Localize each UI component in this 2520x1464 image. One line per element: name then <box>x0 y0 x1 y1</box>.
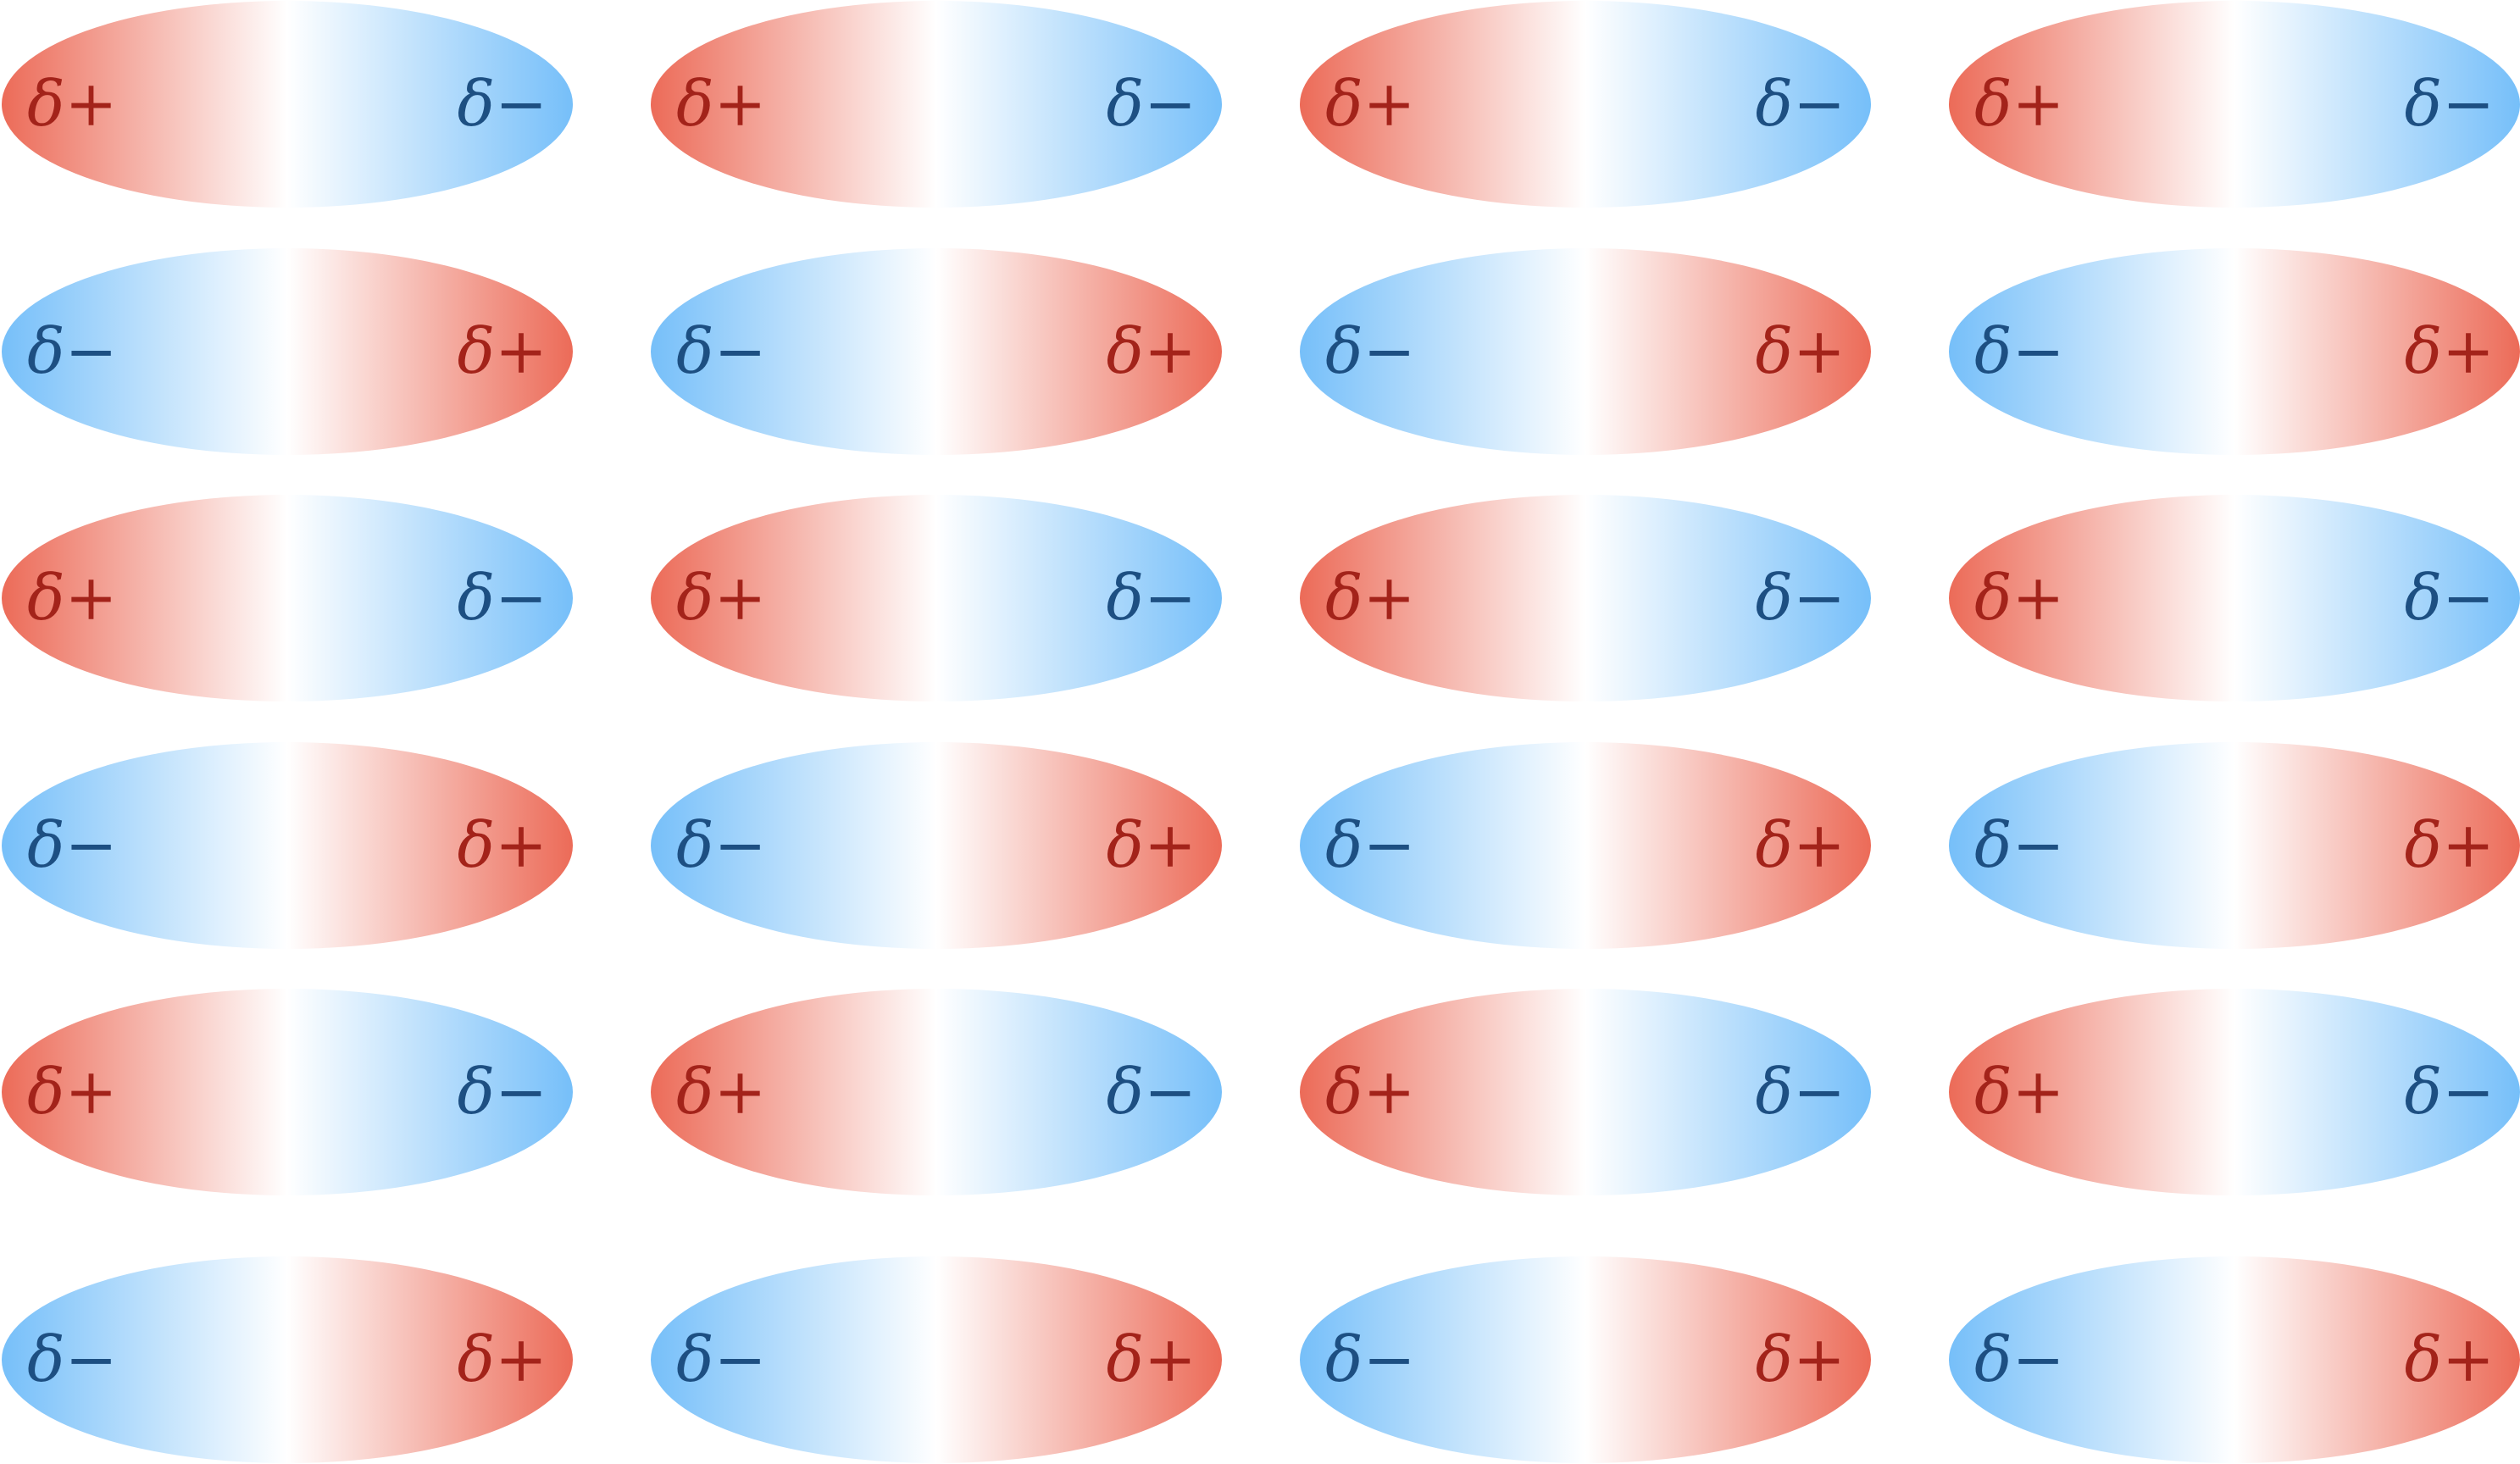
negative-pole-label: δ− <box>1106 1056 1196 1128</box>
dipole-body <box>1300 248 1871 455</box>
dipole: δ− δ+ <box>2 248 573 455</box>
dipole-body <box>1949 1 2520 208</box>
dipole: δ+ δ− <box>2 989 573 1195</box>
positive-pole-label: δ+ <box>457 1323 547 1396</box>
dipole-body <box>1300 1 1871 208</box>
negative-pole-label: δ− <box>1755 1056 1846 1128</box>
positive-pole-label: δ+ <box>1325 68 1416 141</box>
dipole: δ− δ+ <box>2 1256 573 1463</box>
dipole-body <box>651 989 1222 1195</box>
positive-pole-label: δ+ <box>1974 562 2065 635</box>
positive-pole-label: δ+ <box>457 809 547 882</box>
negative-pole-label: δ− <box>1325 809 1416 882</box>
dipole: δ+ δ− <box>651 989 1222 1195</box>
dipole-body <box>2 742 573 949</box>
negative-pole-label: δ− <box>676 315 767 388</box>
positive-pole-label: δ+ <box>2404 1323 2495 1396</box>
positive-pole-label: δ+ <box>457 315 547 388</box>
positive-pole-label: δ+ <box>1974 68 2065 141</box>
negative-pole-label: δ− <box>27 315 118 388</box>
negative-pole-label: δ− <box>27 809 118 882</box>
positive-pole-label: δ+ <box>1106 809 1196 882</box>
dipole: δ− δ+ <box>1949 248 2520 455</box>
negative-pole-label: δ− <box>676 809 767 882</box>
dipole: δ+ δ− <box>651 1 1222 208</box>
negative-pole-label: δ− <box>2404 562 2495 635</box>
dipole: δ+ δ− <box>1300 989 1871 1195</box>
dipole-body <box>651 495 1222 702</box>
dipole: δ− δ+ <box>1949 742 2520 949</box>
positive-pole-label: δ+ <box>2404 315 2495 388</box>
positive-pole-label: δ+ <box>1106 315 1196 388</box>
dipole-body <box>651 1256 1222 1463</box>
positive-pole-label: δ+ <box>27 562 118 635</box>
dipole-body <box>651 248 1222 455</box>
dipole: δ− δ+ <box>1949 1256 2520 1463</box>
dipole-body <box>2 989 573 1195</box>
positive-pole-label: δ+ <box>676 68 767 141</box>
dipole: δ+ δ− <box>651 495 1222 702</box>
dipole-body <box>1300 742 1871 949</box>
negative-pole-label: δ− <box>27 1323 118 1396</box>
dipole: δ− δ+ <box>1300 742 1871 949</box>
positive-pole-label: δ+ <box>2404 809 2495 882</box>
negative-pole-label: δ− <box>457 1056 547 1128</box>
dipole: δ+ δ− <box>2 1 573 208</box>
negative-pole-label: δ− <box>457 68 547 141</box>
negative-pole-label: δ− <box>457 562 547 635</box>
positive-pole-label: δ+ <box>1106 1323 1196 1396</box>
dipole: δ− δ+ <box>651 742 1222 949</box>
dipole-body <box>2 248 573 455</box>
dipole-body <box>1949 989 2520 1195</box>
negative-pole-label: δ− <box>1106 68 1196 141</box>
positive-pole-label: δ+ <box>1325 562 1416 635</box>
dipole: δ+ δ− <box>2 495 573 702</box>
dipole-body <box>1949 1256 2520 1463</box>
negative-pole-label: δ− <box>1325 1323 1416 1396</box>
dipole: δ+ δ− <box>1949 989 2520 1195</box>
dipole: δ− δ+ <box>651 248 1222 455</box>
positive-pole-label: δ+ <box>1755 809 1846 882</box>
dipole: δ+ δ− <box>1949 1 2520 208</box>
negative-pole-label: δ− <box>1325 315 1416 388</box>
dipole-body <box>1300 495 1871 702</box>
dipole: δ− δ+ <box>2 742 573 949</box>
negative-pole-label: δ− <box>1106 562 1196 635</box>
negative-pole-label: δ− <box>1974 315 2065 388</box>
dipole-body <box>651 742 1222 949</box>
dipole: δ− δ+ <box>1300 248 1871 455</box>
negative-pole-label: δ− <box>2404 1056 2495 1128</box>
positive-pole-label: δ+ <box>1755 315 1846 388</box>
positive-pole-label: δ+ <box>1325 1056 1416 1128</box>
negative-pole-label: δ− <box>1974 809 2065 882</box>
dipole-body <box>2 495 573 702</box>
dipole: δ+ δ− <box>1300 1 1871 208</box>
negative-pole-label: δ− <box>1974 1323 2065 1396</box>
dipole-body <box>2 1 573 208</box>
dipole: δ+ δ− <box>1949 495 2520 702</box>
negative-pole-label: δ− <box>676 1323 767 1396</box>
dipole-body <box>1949 742 2520 949</box>
negative-pole-label: δ− <box>1755 562 1846 635</box>
dipole: δ− δ+ <box>1300 1256 1871 1463</box>
positive-pole-label: δ+ <box>1974 1056 2065 1128</box>
positive-pole-label: δ+ <box>27 68 118 141</box>
dipole-body <box>651 1 1222 208</box>
positive-pole-label: δ+ <box>676 562 767 635</box>
negative-pole-label: δ− <box>1755 68 1846 141</box>
dipole: δ+ δ− <box>1300 495 1871 702</box>
dipole: δ− δ+ <box>651 1256 1222 1463</box>
positive-pole-label: δ+ <box>676 1056 767 1128</box>
positive-pole-label: δ+ <box>27 1056 118 1128</box>
dipole-body <box>1300 1256 1871 1463</box>
dipole-body <box>2 1256 573 1463</box>
dipole-body <box>1300 989 1871 1195</box>
negative-pole-label: δ− <box>2404 68 2495 141</box>
positive-pole-label: δ+ <box>1755 1323 1846 1396</box>
dipole-body <box>1949 495 2520 702</box>
dipole-body <box>1949 248 2520 455</box>
